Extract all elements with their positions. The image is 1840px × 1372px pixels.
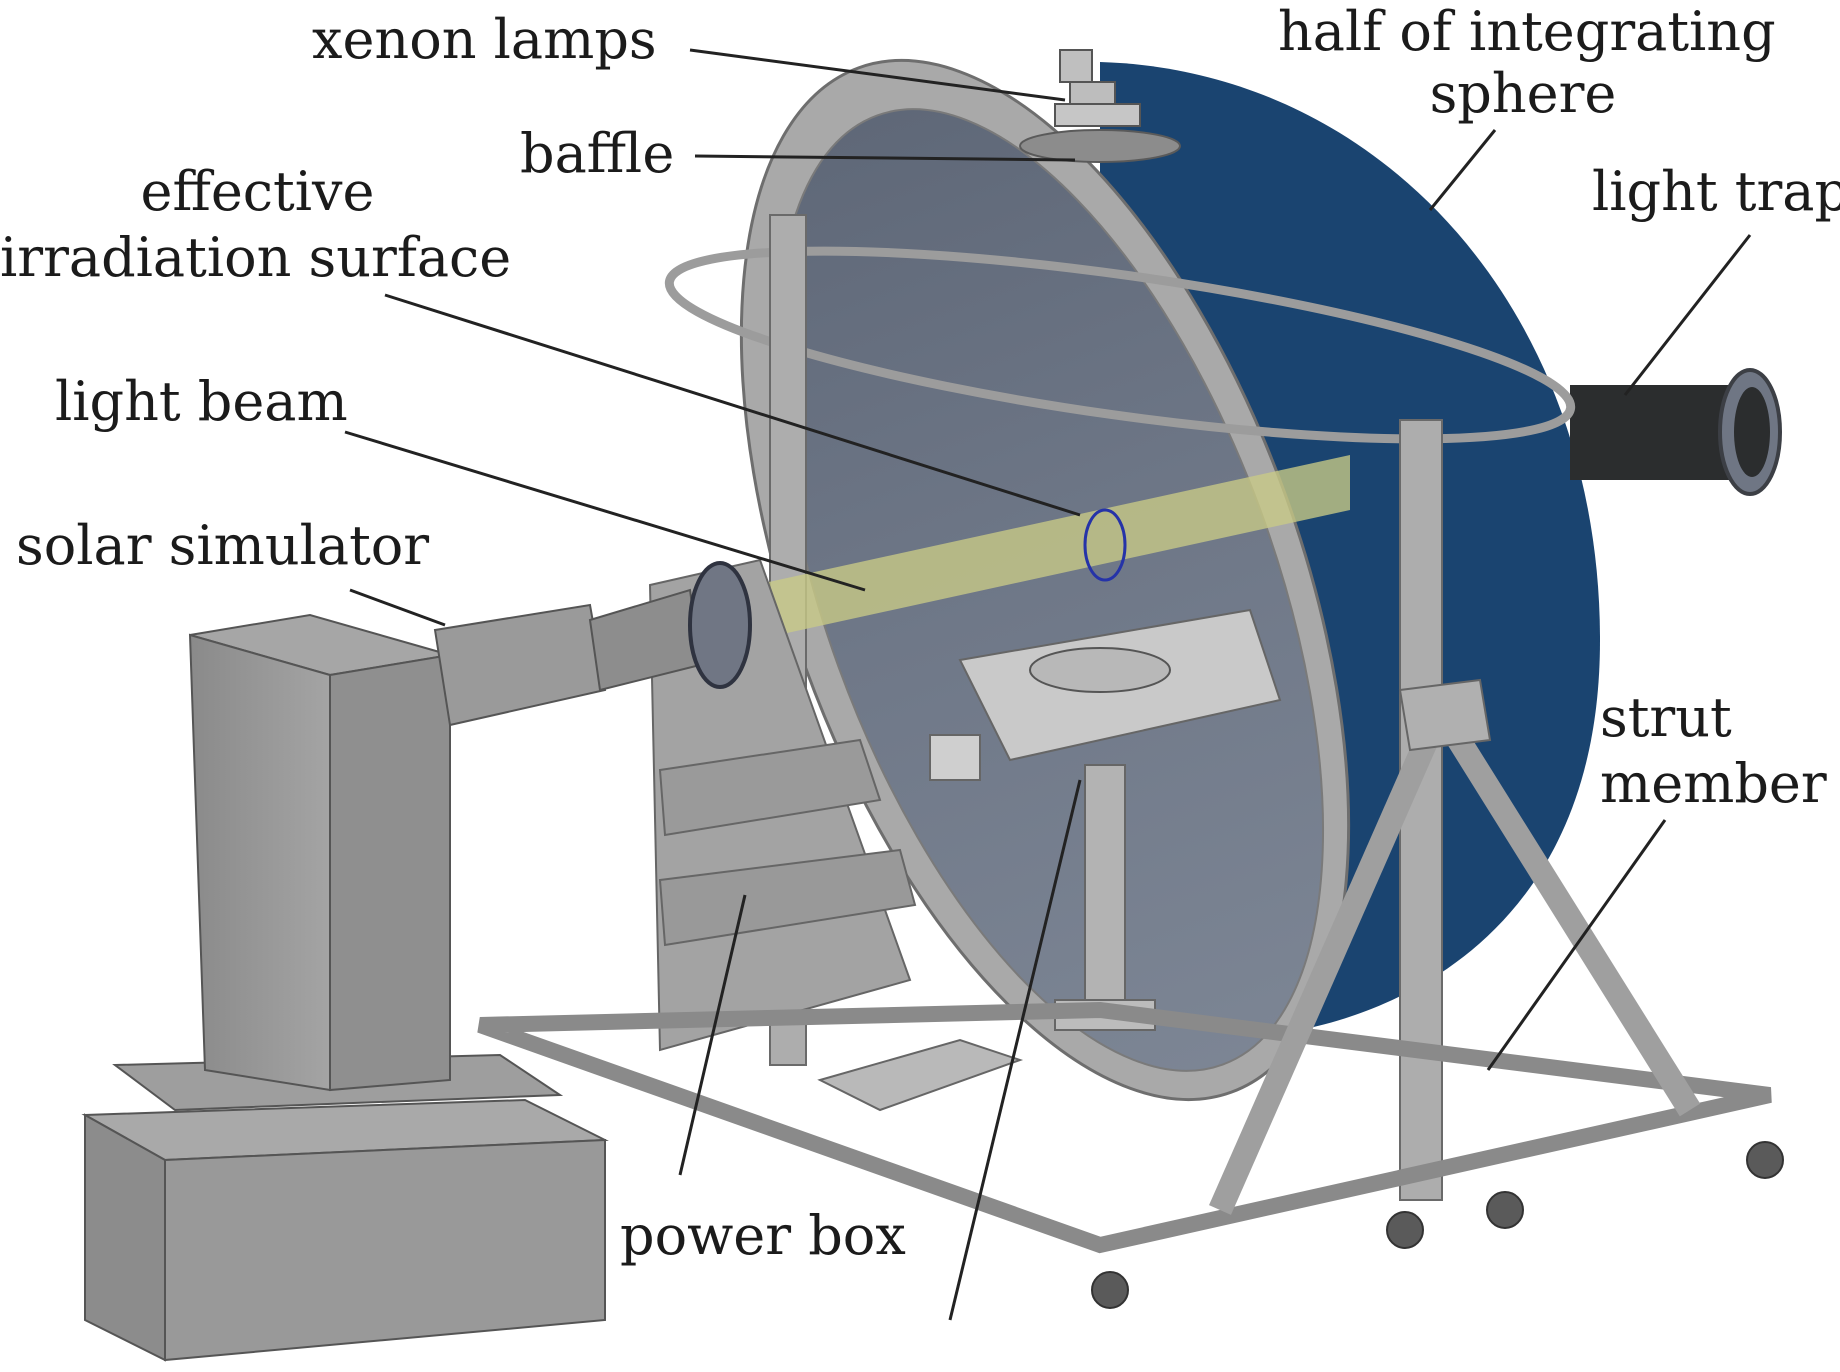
label-light-trap: light trap — [1592, 160, 1840, 223]
label-strut-line2: member — [1600, 752, 1827, 815]
base-frame — [477, 1001, 1772, 1254]
leader-strut-member — [1486, 819, 1667, 1071]
xenon-lamps — [1054, 49, 1141, 127]
label-strut-line1: strut — [1600, 686, 1732, 749]
leader-effective-surface — [384, 293, 1081, 517]
solar-simulator — [81, 561, 752, 1362]
label-light-beam: light beam — [55, 370, 348, 433]
label-xenon-lamps: xenon lamps — [312, 8, 657, 71]
leader-lines — [344, 48, 1752, 1321]
leader-light-beam — [344, 430, 866, 592]
leader-half-sphere — [1428, 129, 1497, 211]
leader-solar-simulator — [349, 588, 446, 627]
strut-members — [1209, 678, 1701, 1215]
support-ring — [664, 246, 1576, 444]
label-baffle: baffle — [520, 122, 675, 185]
label-solar-simulator: solar simulator — [16, 514, 430, 577]
label-effective-line1: effective — [140, 160, 375, 223]
leader-xenon-lamps — [689, 48, 1066, 102]
leader-light-trap — [1623, 234, 1752, 396]
light-beam — [755, 455, 1350, 640]
label-half-sphere-line2: sphere — [1429, 62, 1617, 125]
leader-baffle — [694, 154, 1076, 162]
leader-sample-stage — [948, 779, 1082, 1321]
sample-stage — [929, 608, 1282, 1031]
label-power-box: power box — [620, 1204, 906, 1267]
label-effective-line2: irradiation surface — [0, 226, 512, 289]
leader-power-box — [678, 894, 747, 1176]
baffle — [1019, 129, 1181, 163]
label-half-sphere-line1: half of integrating — [1278, 0, 1776, 63]
irradiation-spot — [1083, 508, 1127, 582]
light-trap — [1570, 368, 1782, 496]
casters — [1091, 1141, 1784, 1309]
